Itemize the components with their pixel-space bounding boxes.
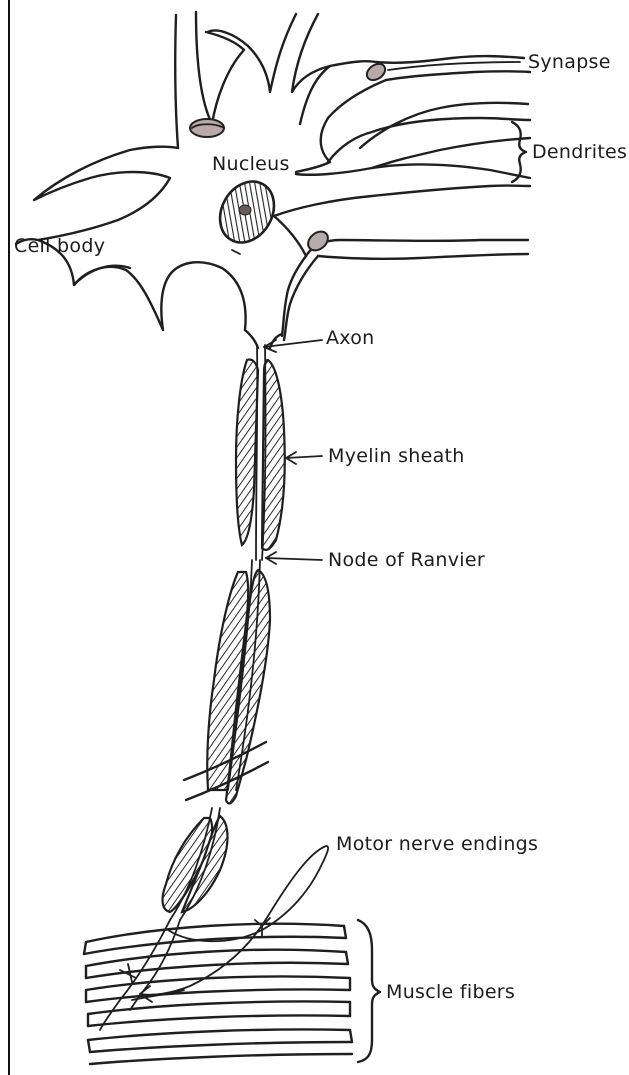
label-cell-body: Cell body	[14, 235, 105, 257]
label-dendrites: Dendrites	[532, 141, 627, 163]
label-synapse: Synapse	[528, 51, 611, 73]
label-nucleus: Nucleus	[212, 153, 290, 175]
dendrites-bracket	[512, 122, 526, 182]
label-node-of-ranvier: Node of Ranvier	[328, 549, 485, 571]
nucleus-shape	[209, 172, 284, 252]
label-muscle-fibers: Muscle fibers	[386, 981, 515, 1003]
label-myelin-sheath: Myelin sheath	[328, 445, 465, 467]
muscle-fibers-bracket	[358, 920, 380, 1062]
label-axon: Axon	[326, 327, 375, 349]
cell-body-outline	[16, 12, 530, 348]
label-motor-nerve-endings: Motor nerve endings	[336, 833, 538, 855]
